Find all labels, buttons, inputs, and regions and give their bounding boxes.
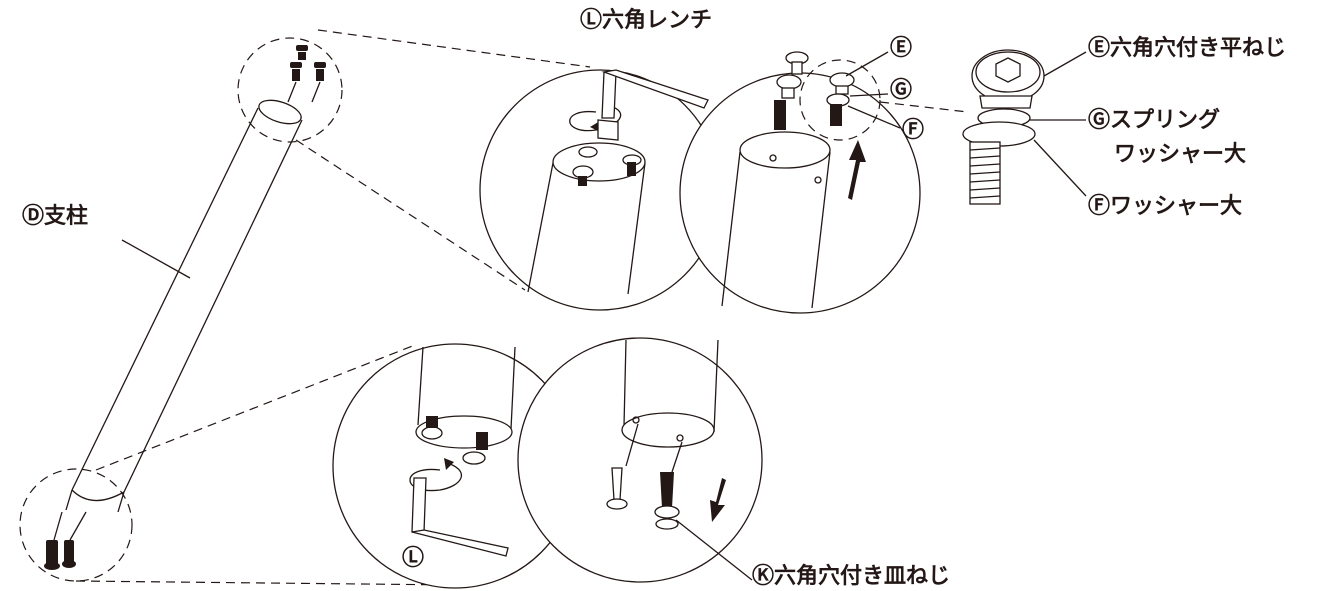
hex-flat-screw-label: Ⓔ六角穴付き平ねじ [1088,36,1287,61]
spring-washer-label-line2: ワッシャー大 [1114,142,1247,167]
post-label: Ⓓ支柱 [22,204,89,229]
top-detail-circle [237,37,343,143]
hex-countersunk-screw-label: Ⓚ六角穴付き皿ねじ [752,564,951,589]
upper-left-detail [479,69,721,311]
upper-right-detail [679,51,969,314]
post-bottom-screws [44,511,87,570]
wrench-bottom-callout: Ⓛ [402,546,425,571]
lower-right-detail [517,337,763,583]
big-screw-drawing [962,49,1087,205]
large-washer-label: Ⓕワッシャー大 [1088,194,1243,219]
lower-left-detail [332,343,578,589]
part-g-callout: Ⓖ [890,78,913,103]
part-f-callout: Ⓕ [902,118,925,143]
post-leader [121,239,191,279]
post-drawing [65,99,303,513]
part-e-callout: Ⓔ [890,36,913,61]
spring-washer-label: Ⓖスプリング [1088,108,1221,133]
post-top-screws [287,45,326,103]
bottom-detail-circle [19,468,133,582]
hex-wrench-label: Ⓛ六角レンチ [580,8,713,33]
